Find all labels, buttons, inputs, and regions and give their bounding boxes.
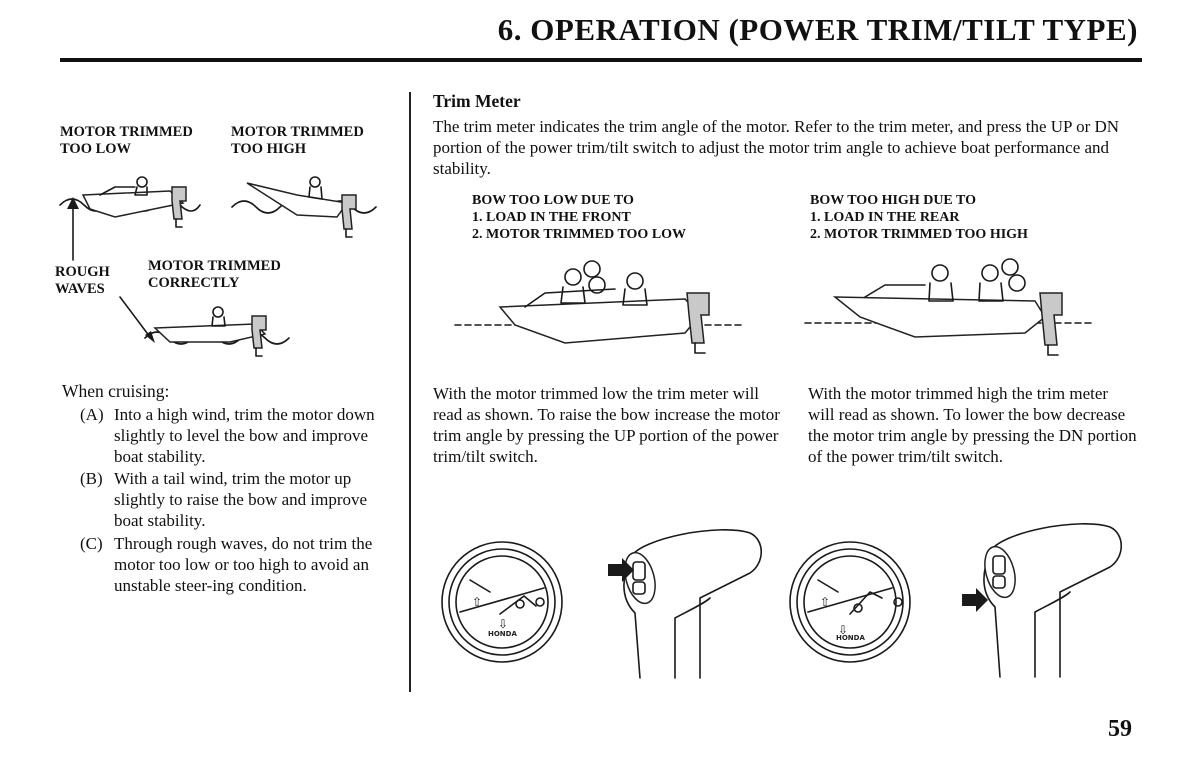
gauge-up-marker: ⇧ bbox=[820, 595, 830, 609]
trimmed-too-low-label: MOTOR TRIMMED TOO LOW bbox=[60, 124, 193, 157]
page-title: 6. OPERATION (POWER TRIM/TILT TYPE) bbox=[497, 12, 1138, 47]
cruising-item-text: With a tail wind, trim the motor up slig… bbox=[114, 469, 368, 530]
cruising-item-a: (A) Into a high wind, trim the motor dow… bbox=[80, 404, 400, 467]
trim-meter-intro: The trim meter indicates the trim angle … bbox=[433, 117, 1120, 178]
trim-switch-handle bbox=[962, 523, 1123, 678]
gauge-dn-marker: ⇩ bbox=[838, 623, 848, 637]
title-rule bbox=[60, 58, 1142, 62]
boat-trimmed-correct-illustration bbox=[144, 306, 290, 357]
boat-trimmed-high-illustration bbox=[231, 176, 377, 238]
gauge-brand: HONDA bbox=[488, 630, 517, 638]
cruising-item-key: (C) bbox=[80, 534, 103, 553]
gauge-up-marker: ⇧ bbox=[472, 595, 482, 609]
trimmed-correctly-label: MOTOR TRIMMED CORRECTLY bbox=[148, 258, 281, 291]
gauge-brand: HONDA bbox=[836, 634, 865, 642]
cruising-item-b: (B) With a tail wind, trim the motor up … bbox=[80, 468, 400, 531]
bow-too-high-description: With the motor trimmed high the trim met… bbox=[808, 384, 1137, 466]
cruising-item-text: Into a high wind, trim the motor down sl… bbox=[114, 405, 375, 466]
boat-bow-low-illustration bbox=[454, 260, 746, 354]
trim-meter-gauge: ⇧ ⇩ HONDA bbox=[789, 541, 911, 663]
trim-meter-heading: Trim Meter bbox=[433, 91, 521, 111]
boat-bow-high-illustration bbox=[804, 258, 1096, 356]
bow-too-low-description: With the motor trimmed low the trim mete… bbox=[433, 384, 780, 466]
trim-meter-gauge: ⇧ ⇩ HONDA bbox=[441, 541, 563, 663]
bow-too-low-heading: BOW TOO LOW DUE TO 1. LOAD IN THE FRONT … bbox=[472, 193, 687, 242]
cruising-item-key: (A) bbox=[80, 405, 104, 424]
cruising-item-text: Through rough waves, do not trim the mot… bbox=[114, 534, 373, 595]
cruising-item-key: (B) bbox=[80, 469, 103, 488]
trimmed-too-high-label: MOTOR TRIMMED TOO HIGH bbox=[231, 124, 364, 157]
column-divider bbox=[409, 92, 411, 692]
boat-trim-illustrations bbox=[59, 176, 377, 357]
trim-switch-handle bbox=[608, 529, 763, 679]
boat-trimmed-low-illustration bbox=[59, 176, 201, 261]
arrow-icon bbox=[608, 558, 634, 582]
cruising-item-c: (C) Through rough waves, do not trim the… bbox=[80, 533, 400, 596]
gauge-dn-marker: ⇩ bbox=[498, 617, 508, 631]
bow-too-high-heading: BOW TOO HIGH DUE TO 1. LOAD IN THE REAR … bbox=[810, 193, 1028, 242]
cruising-intro: When cruising: bbox=[62, 381, 170, 401]
arrow-icon bbox=[962, 588, 988, 612]
rough-waves-label: ROUGH WAVES bbox=[55, 264, 110, 297]
page-number: 59 bbox=[1108, 716, 1132, 742]
